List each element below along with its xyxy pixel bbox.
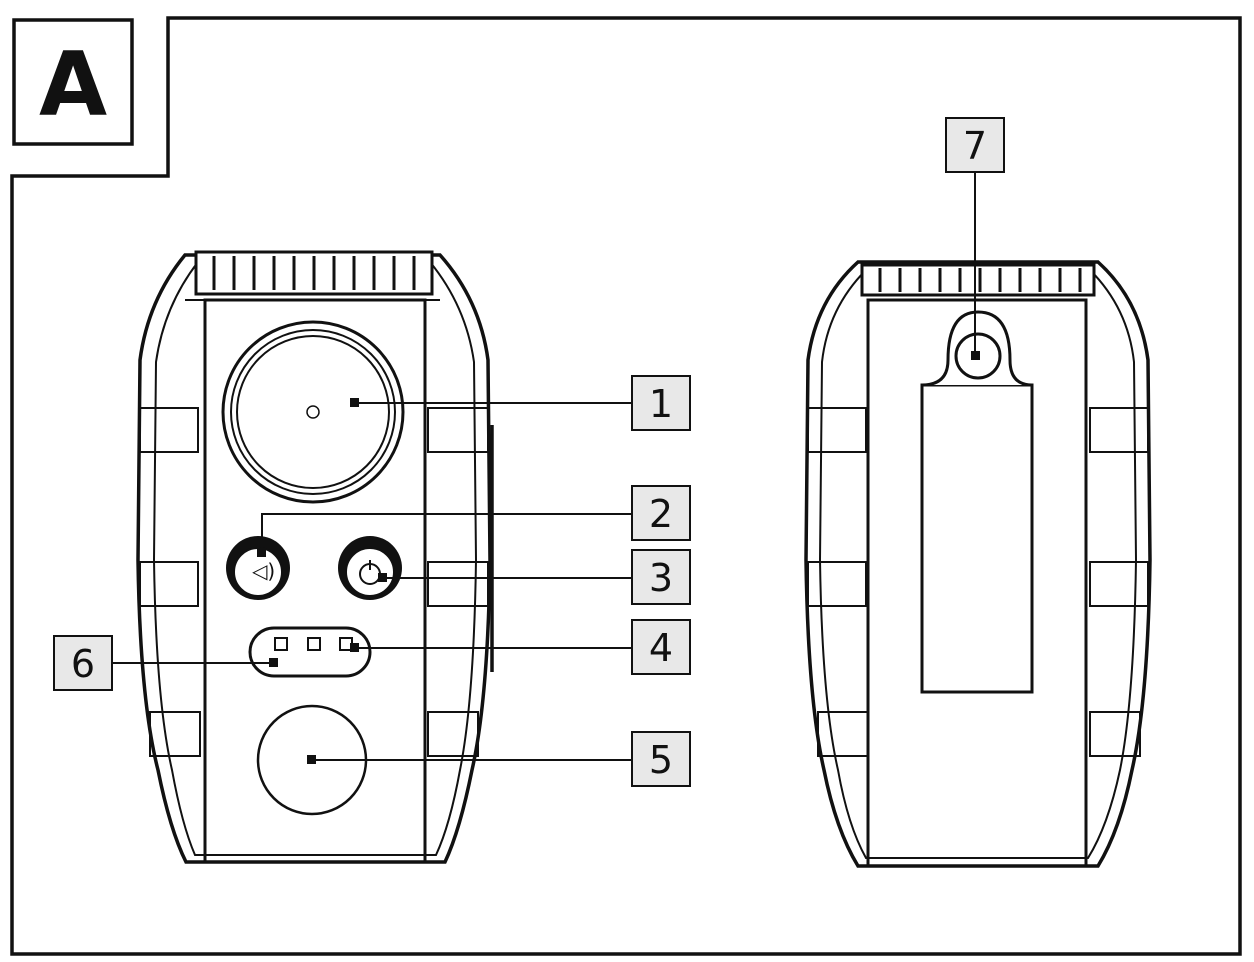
back-side-grips: [807, 407, 1149, 757]
svg-text:7: 7: [963, 124, 987, 168]
back-center-panel: [866, 298, 1088, 868]
front-body-outline: [136, 253, 492, 864]
outer-frame: [10, 16, 1242, 956]
svg-text:6: 6: [71, 642, 95, 686]
callout-6: 6: [53, 635, 113, 691]
callout-5: 5: [631, 731, 691, 787]
panel-letter: A: [39, 33, 107, 136]
svg-text:5: 5: [649, 738, 673, 782]
svg-text:1: 1: [649, 382, 673, 426]
front-side-grips: [139, 407, 489, 757]
back-body-inner-edge: [818, 269, 1138, 859]
svg-text:◁): ◁): [251, 559, 275, 583]
svg-text:4: 4: [649, 626, 673, 670]
leader-lines: [112, 172, 980, 764]
callout-3: 3: [631, 549, 691, 605]
svg-text:3: 3: [649, 556, 673, 600]
callout-2: 2: [631, 485, 691, 541]
callout-4: 4: [631, 619, 691, 675]
belt-clip: [920, 383, 1034, 694]
right-dial-knob: [338, 536, 402, 600]
panel-label: A: [12, 18, 134, 146]
svg-text:2: 2: [649, 492, 673, 536]
back-grille-slots: [878, 268, 1082, 292]
back-body-outline: [804, 260, 1152, 868]
front-body-inner-edge: [152, 261, 478, 856]
sensor-lens: [221, 320, 405, 504]
device-front-view: ◁): [136, 250, 494, 864]
callout-7: 7: [945, 117, 1005, 173]
callout-1: 1: [631, 375, 691, 431]
front-grille-slots: [212, 256, 416, 290]
led-indicator-window: [248, 626, 372, 678]
left-dial-knob: ◁): [226, 536, 290, 600]
